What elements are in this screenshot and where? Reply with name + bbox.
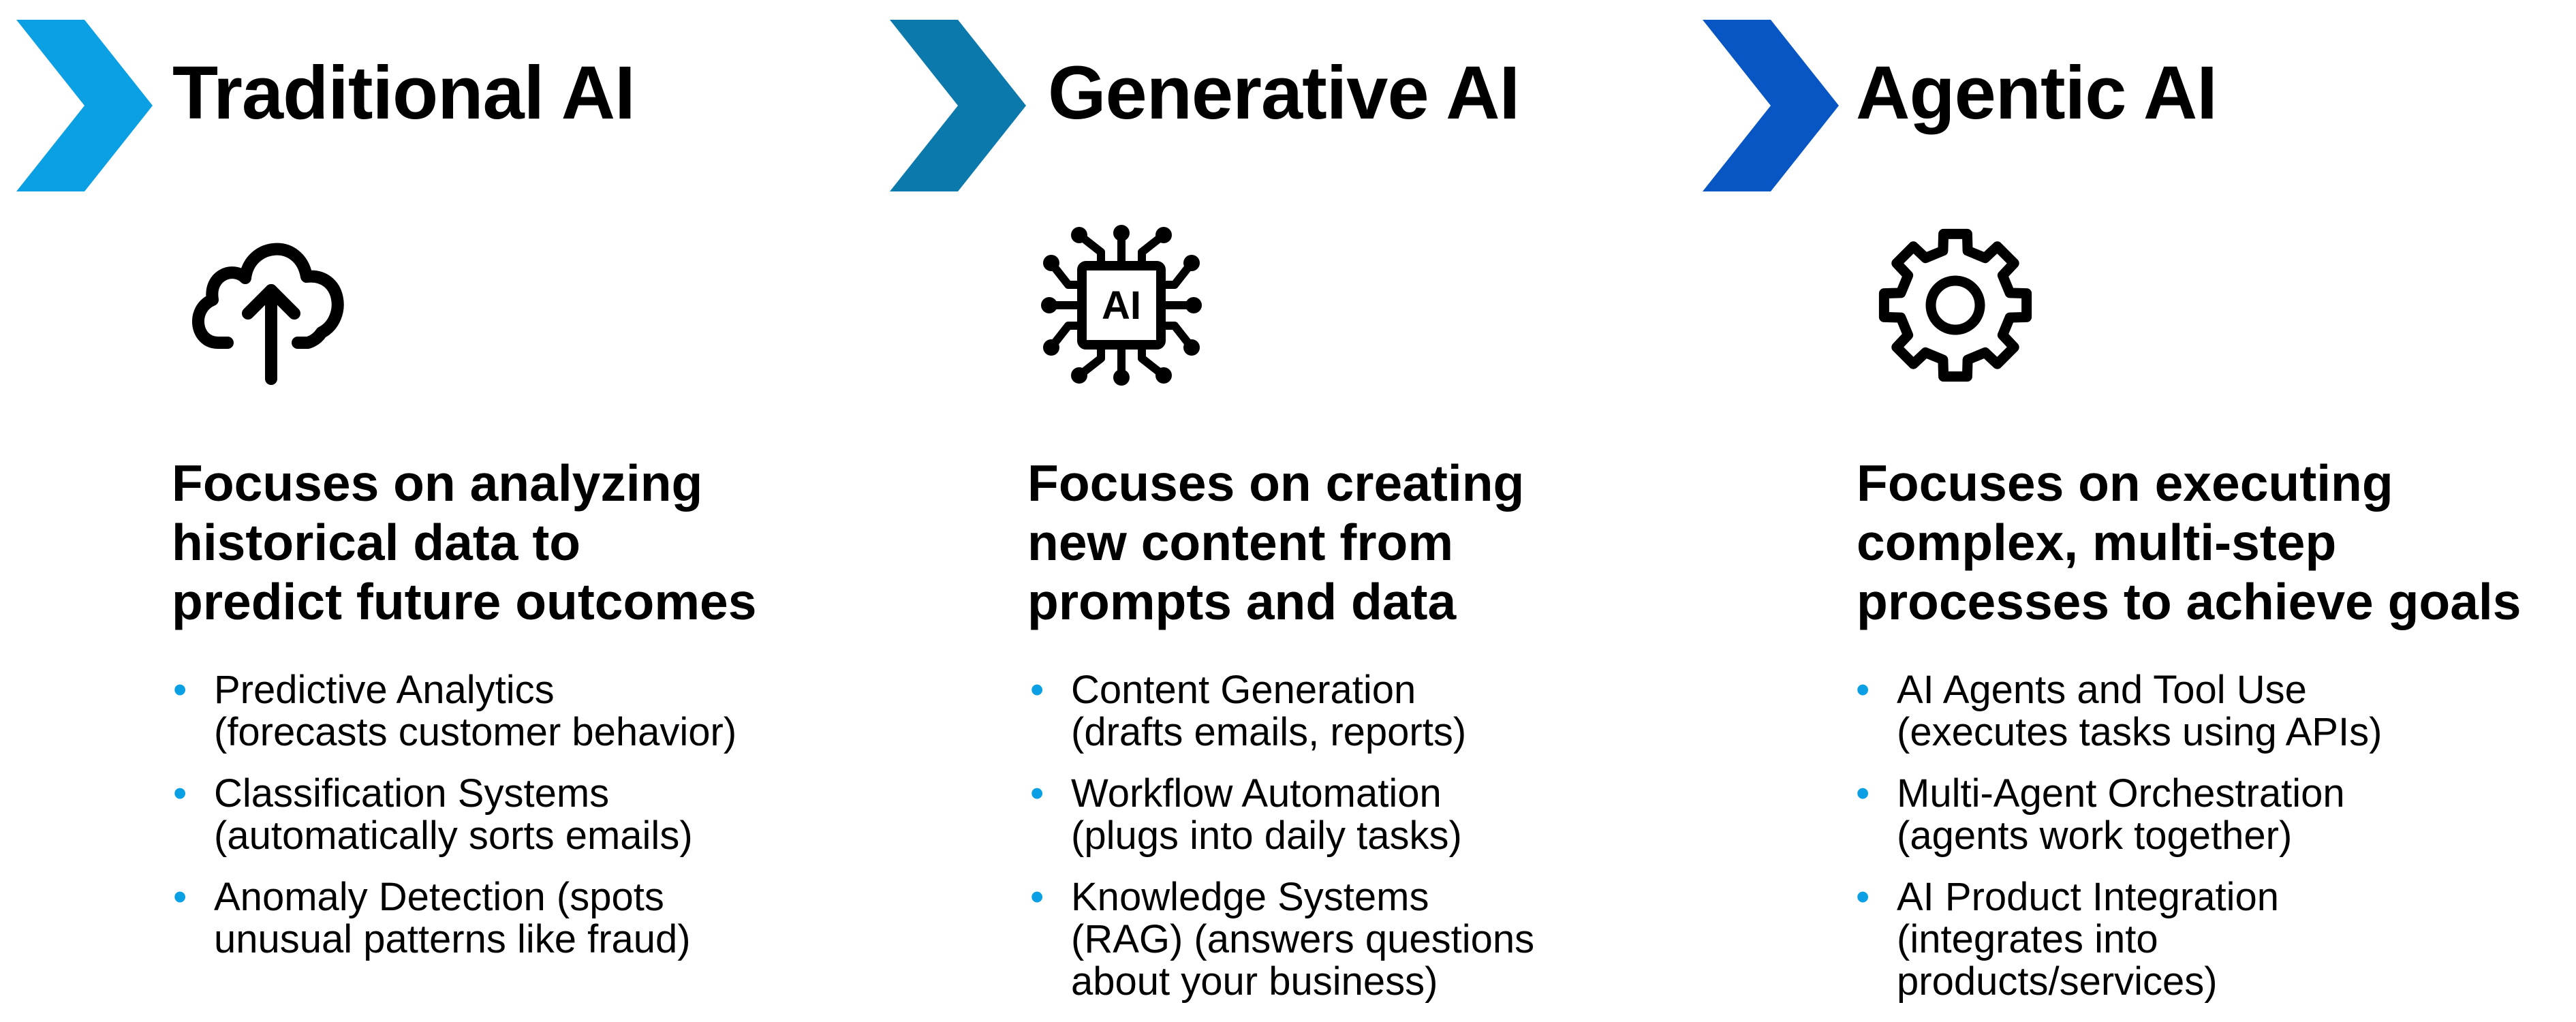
- bullet-text: Anomaly Detection (spots: [214, 875, 664, 919]
- bullet-text: Predictive Analytics: [214, 668, 555, 712]
- bullet-text: (forecasts customer behavior): [214, 710, 737, 754]
- bullet-text: Knowledge Systems: [1071, 875, 1429, 919]
- focus-line: Focuses on analyzing: [172, 454, 703, 512]
- focus-line: new content from: [1027, 514, 1454, 571]
- chevron-shape: [16, 20, 153, 191]
- list-item: Classification Systems (automatically so…: [173, 773, 736, 857]
- gear-icon: [1878, 228, 2032, 382]
- bullet-text: (executes tasks using APIs): [1897, 710, 2383, 754]
- bullet-text: (integrates into: [1897, 917, 2158, 961]
- chip-body: [1077, 261, 1166, 350]
- list-item: AI Product Integration (integrates into …: [1856, 876, 2382, 1003]
- chevron-arrow-icon: [16, 20, 153, 191]
- bullet-text: Workflow Automation: [1071, 771, 1442, 816]
- chevron-arrow-icon: [890, 20, 1026, 191]
- list-item: Multi-Agent Orchestration (agents work t…: [1856, 773, 2382, 857]
- arrow-head: [242, 284, 300, 320]
- bullet-text: Multi-Agent Orchestration: [1897, 771, 2345, 816]
- chip-label: AI: [1102, 283, 1141, 328]
- list-item: Predictive Analytics (forecasts customer…: [173, 669, 736, 754]
- column-generative-ai: Generative AI AI: [879, 0, 1696, 1021]
- trace-nodes: [1041, 225, 1202, 386]
- chevron-shape: [890, 20, 1026, 191]
- bullet-text: products/services): [1897, 959, 2218, 1004]
- bullet-text: AI Product Integration: [1897, 875, 2279, 919]
- bullet-text: (drafts emails, reports): [1071, 710, 1467, 754]
- gear-outline: [1878, 228, 2032, 382]
- bullet-list: Content Generation (drafts emails, repor…: [1030, 669, 1534, 1022]
- chevron-shape: [1703, 20, 1839, 191]
- focus-line: Focuses on executing: [1857, 454, 2393, 512]
- list-item: AI Agents and Tool Use (executes tasks u…: [1856, 669, 2382, 754]
- column-agentic-ai: Agentic AI Focuses on executing complex,…: [1696, 0, 2576, 1021]
- focus-line: complex, multi-step: [1857, 514, 2337, 571]
- bullet-text: unusual patterns like fraud): [214, 917, 691, 961]
- column-title: Generative AI: [1048, 51, 1520, 135]
- bullet-list: AI Agents and Tool Use (executes tasks u…: [1856, 669, 2382, 1022]
- list-item: Knowledge Systems (RAG) (answers questio…: [1030, 876, 1534, 1003]
- focus-statement: Focuses on creating new content from pro…: [1027, 454, 1524, 632]
- focus-line: prompts and data: [1027, 573, 1457, 630]
- cloud-upload-icon: [192, 243, 344, 385]
- list-item: Anomaly Detection (spots unusual pattern…: [173, 876, 736, 961]
- list-item: Content Generation (drafts emails, repor…: [1030, 669, 1534, 754]
- bullet-text: Classification Systems: [214, 771, 610, 816]
- focus-line: Focuses on creating: [1027, 454, 1525, 512]
- column-traditional-ai: Traditional AI Focuses on analyzing hist…: [0, 0, 879, 1021]
- focus-line: historical data to: [172, 514, 581, 571]
- gear-hub: [1925, 275, 1985, 335]
- focus-statement: Focuses on executing complex, multi-step…: [1857, 454, 2521, 632]
- bullet-list: Predictive Analytics (forecasts customer…: [173, 669, 736, 980]
- bullet-text: AI Agents and Tool Use: [1897, 668, 2307, 712]
- focus-statement: Focuses on analyzing historical data to …: [172, 454, 756, 632]
- bullet-text: (automatically sorts emails): [214, 814, 693, 858]
- list-item: Workflow Automation (plugs into daily ta…: [1030, 773, 1534, 857]
- ai-chip-icon: AI: [1041, 225, 1202, 386]
- cloud-outline: [192, 243, 344, 349]
- bullet-text: (RAG) (answers questions: [1071, 917, 1535, 961]
- bullet-text: (plugs into daily tasks): [1071, 814, 1462, 858]
- bullet-text: (agents work together): [1897, 814, 2293, 858]
- column-title: Traditional AI: [172, 51, 636, 135]
- column-title: Agentic AI: [1856, 51, 2218, 135]
- chevron-arrow-icon: [1703, 20, 1839, 191]
- focus-line: processes to achieve goals: [1857, 573, 2521, 630]
- focus-line: predict future outcomes: [172, 573, 757, 630]
- bullet-text: Content Generation: [1071, 668, 1416, 712]
- bullet-text: about your business): [1071, 959, 1438, 1004]
